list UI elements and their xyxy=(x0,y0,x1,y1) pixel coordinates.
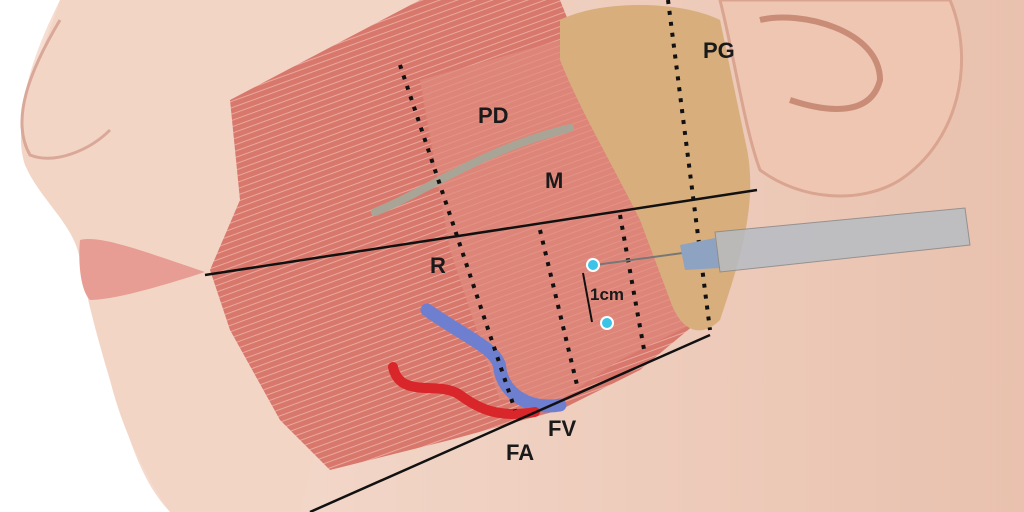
dotted-line-2 xyxy=(538,229,579,386)
syringe-hub xyxy=(680,238,720,270)
ear-inner xyxy=(759,14,884,112)
facial-artery xyxy=(388,362,540,419)
dotted-boundaries xyxy=(398,0,712,411)
label-r: R xyxy=(430,253,446,278)
syringe-barrel xyxy=(714,207,971,273)
injection-point-upper xyxy=(586,258,600,272)
dotted-line-3 xyxy=(618,214,647,356)
label-fa: FA xyxy=(506,440,534,465)
injection-point-lower xyxy=(600,316,614,330)
upper-reference-line xyxy=(204,188,758,277)
label-fv: FV xyxy=(548,416,576,441)
syringe xyxy=(594,207,971,273)
lips xyxy=(79,239,205,300)
label-pg: PG xyxy=(703,38,735,63)
ear xyxy=(718,0,963,198)
background-left xyxy=(0,0,170,512)
label-pd: PD xyxy=(478,103,509,128)
mandible-line xyxy=(309,333,711,512)
nose xyxy=(20,19,112,160)
label-m: M xyxy=(545,168,563,193)
label-distance: 1cm xyxy=(590,285,624,304)
dotted-line-4 xyxy=(666,0,712,331)
distance-arrow xyxy=(582,272,593,323)
needle xyxy=(594,251,691,266)
nerve xyxy=(371,124,574,216)
